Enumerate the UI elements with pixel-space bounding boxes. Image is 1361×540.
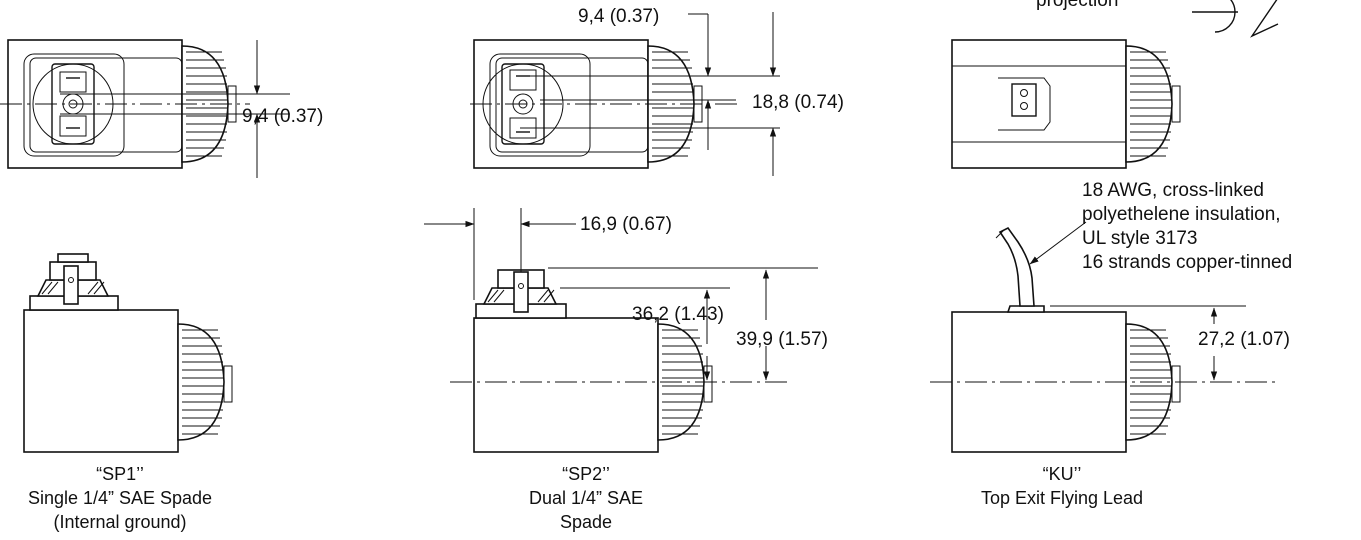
ku-flying-lead <box>998 226 1035 307</box>
sp1-top-view: 9,4 (0.37) <box>0 39 323 178</box>
sp2-top-offset-dimension: 9,4 (0.37) <box>578 6 659 27</box>
sp1-top-dimension: 9,4 (0.37) <box>242 106 323 127</box>
sp2-side-inner-height-dimension: 36,2 (1.43) <box>632 304 724 325</box>
ku-caption-line: Top Exit Flying Lead <box>981 488 1143 508</box>
wire-note-line: 18 AWG, cross-linked <box>1082 180 1264 201</box>
sp1-spade-terminal <box>63 265 79 305</box>
sp2-caption-line: Spade <box>560 512 612 532</box>
ku-caption-code: “KU’’ <box>1043 464 1082 484</box>
sp1-caption-line: (Internal ground) <box>53 512 186 532</box>
sp1-side-view <box>23 253 233 453</box>
sp2-spade-terminal <box>513 271 529 313</box>
sp2-side-outer-height-dimension: 39,9 (1.57) <box>736 329 828 350</box>
sp1-caption-code: “SP1’’ <box>96 464 144 484</box>
projection-symbol: projection <box>1036 0 1279 38</box>
sp2-caption: “SP2’’ Dual 1/4” SAE Spade <box>529 464 643 532</box>
sp2-caption-code: “SP2’’ <box>562 464 610 484</box>
projection-label: projection <box>1036 0 1118 11</box>
sp1-caption: “SP1’’ Single 1/4” SAE Spade (Internal g… <box>28 464 212 532</box>
ku-lead-exit <box>1011 83 1037 117</box>
ku-side-height-dimension: 27,2 (1.07) <box>1198 329 1290 350</box>
ku-side-view: 27,2 (1.07) <box>930 221 1290 453</box>
sp2-side-offset-dimension: 16,9 (0.67) <box>580 214 672 235</box>
sp2-side-view: 16,9 (0.67) 36,2 (1.43) 39,9 (1.57) <box>424 208 828 453</box>
ku-caption: “KU’’ Top Exit Flying Lead <box>981 464 1143 508</box>
wire-note-line: polyethelene insulation, <box>1082 204 1281 225</box>
projection-cone-icon <box>1249 0 1279 38</box>
sp2-top-view: 9,4 (0.37) 18,8 (0.74) <box>470 6 844 176</box>
sp1-caption-line: Single 1/4” SAE Spade <box>28 488 212 508</box>
sp2-caption-line: Dual 1/4” SAE <box>529 488 643 508</box>
wire-note-line: 16 strands copper-tinned <box>1082 252 1292 273</box>
projection-circle-icon <box>1214 0 1236 33</box>
sp2-top-spacing-dimension: 18,8 (0.74) <box>752 92 844 113</box>
ku-top-view <box>951 39 1181 169</box>
wire-note: 18 AWG, cross-linked polyethelene insula… <box>1082 180 1292 273</box>
wire-note-line: UL style 3173 <box>1082 228 1197 249</box>
